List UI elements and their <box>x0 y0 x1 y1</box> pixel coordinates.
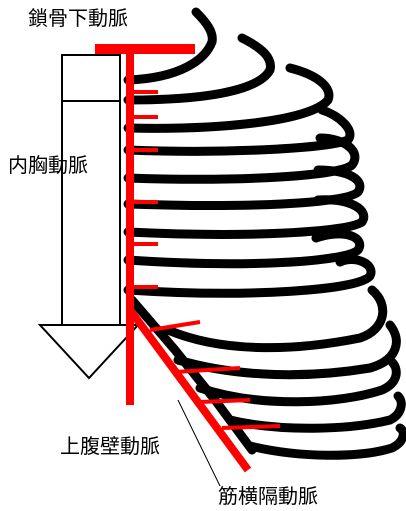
label-superior-epigastric-artery: 上腹壁動脈 <box>60 436 160 456</box>
rib-10 <box>168 290 383 348</box>
label-musculophrenic-artery: 筋横隔動脈 <box>218 486 318 506</box>
musculophrenic-branch-4 <box>222 426 280 428</box>
ribs <box>128 12 403 455</box>
musculophrenic-branch-3 <box>200 400 250 402</box>
label-subclavian-artery: 鎖骨下動脈 <box>28 8 128 28</box>
musculophrenic-leader-line <box>178 400 220 486</box>
down-arrow-icon <box>40 55 138 378</box>
label-internal-thoracic-artery: 内胸動脈 <box>8 155 88 175</box>
arrow-shaft <box>62 55 120 325</box>
arrow-head <box>40 325 138 378</box>
